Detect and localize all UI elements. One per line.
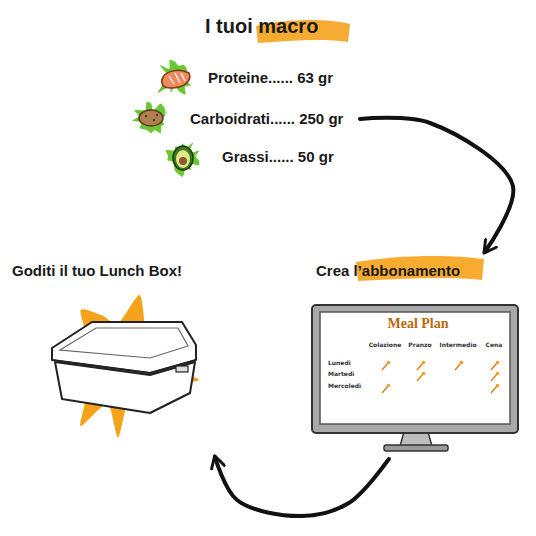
row-header: Lunedì — [328, 360, 351, 367]
fork-head — [387, 361, 391, 365]
fork-handle — [382, 386, 388, 393]
potato-shape — [139, 110, 163, 126]
fork-handle — [417, 374, 423, 381]
column-header: Intermedio — [439, 342, 476, 349]
subscription-step: Meal PlanColazione Pranzo Intermedio CenaLu… — [306, 258, 524, 453]
fork-handle — [382, 363, 388, 370]
fork-icon — [491, 361, 499, 370]
box-seam — [52, 360, 196, 373]
box-latch — [176, 366, 188, 372]
macro-line: Carboidrati...... 250 gr — [190, 110, 343, 128]
fork-head — [496, 361, 500, 365]
fork-handle — [491, 363, 497, 370]
macro-line: Proteine...... 63 gr — [208, 69, 333, 87]
paint-splat — [158, 60, 191, 95]
avocado-skin — [173, 146, 193, 170]
lid-rim — [60, 328, 188, 358]
avocado-pit — [179, 157, 187, 165]
paint-splat — [166, 142, 200, 176]
potato-dot — [156, 114, 158, 116]
fork-handle — [491, 374, 497, 381]
fork-icon — [455, 361, 463, 370]
salmon-stripes — [169, 73, 185, 84]
salmon-icon — [162, 70, 190, 88]
avocado-flesh — [176, 150, 190, 168]
fork-icon — [382, 384, 390, 393]
fork-head — [422, 372, 426, 376]
column-header: Colazione — [369, 342, 402, 349]
meal-plan-screen: Meal PlanColazione Pranzo Intermedio CenaLu… — [320, 312, 516, 424]
monitor-neck — [400, 432, 432, 446]
lunch-box-step: Goditi il tuo Lunch Box! — [8, 258, 223, 453]
flow-arrow — [215, 457, 389, 516]
column-header: Cena — [486, 342, 503, 349]
potato-dot — [153, 119, 155, 121]
fork-handle — [417, 363, 423, 370]
fork-icon — [491, 384, 499, 393]
lunch-box — [52, 322, 196, 413]
fork-icons — [382, 361, 499, 393]
fork-icon — [491, 372, 499, 381]
flow-arrow — [360, 118, 513, 252]
monitor-frame — [312, 305, 518, 433]
column-header: Pranzo — [408, 342, 431, 349]
fork-icon — [417, 372, 425, 381]
row-header: Martedì — [328, 371, 354, 378]
potato-icon — [139, 110, 163, 126]
fork-head — [387, 384, 391, 388]
step-heading: Goditi il tuo Lunch Box! — [12, 262, 182, 280]
macro-line: Grassi...... 50 gr — [222, 148, 334, 166]
fork-handle — [455, 363, 461, 370]
fork-handle — [491, 386, 497, 393]
avocado-icon — [173, 146, 193, 170]
row-header: Mercoledì — [328, 383, 361, 390]
macro-panel: I tuoi macroProteine...... 63 gr Carboidr… — [145, 8, 354, 178]
fork-icon — [417, 361, 425, 370]
fork-head — [496, 384, 500, 388]
fork-icon — [382, 361, 390, 370]
box-lid — [52, 322, 196, 373]
macro-heading: I tuoi macro — [205, 14, 318, 38]
screen-title: Meal Plan — [320, 316, 516, 333]
fork-head — [422, 361, 426, 365]
fork-head — [460, 361, 464, 365]
potato-dot — [145, 115, 147, 117]
step-heading: Crea l’abbonamento — [316, 262, 460, 280]
monitor — [312, 305, 518, 451]
salmon-shape — [162, 70, 190, 88]
monitor-base — [384, 445, 448, 451]
paint-splat — [132, 102, 165, 133]
fork-head — [496, 372, 500, 376]
